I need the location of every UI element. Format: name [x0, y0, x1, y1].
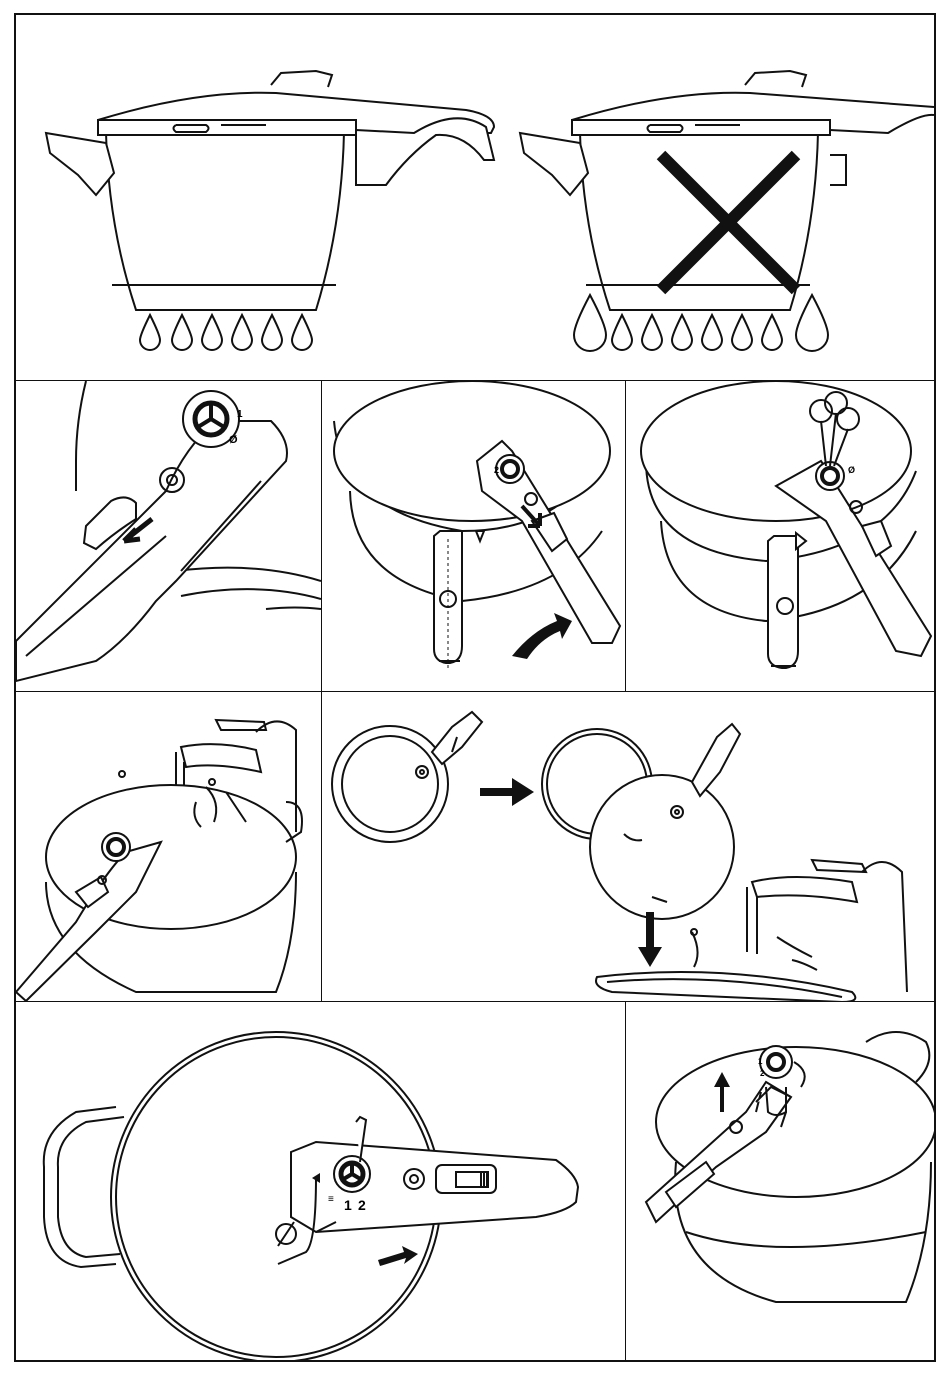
dial-number-two: 2	[358, 1197, 366, 1213]
steam-symbol: Ø	[229, 434, 238, 446]
dial-number-one: 1	[344, 1197, 352, 1213]
flames-small	[140, 315, 312, 350]
close-lid-illustration: 2	[322, 381, 625, 691]
heat-source-illustration	[16, 15, 934, 380]
steam-release-illustration: Ø	[626, 381, 934, 691]
curved-arrow-icon	[512, 613, 572, 659]
dial-number-two: 2	[760, 1069, 765, 1078]
panel-gasket	[322, 692, 934, 1001]
valve-dial-illustration: 1 2 ≡	[16, 1002, 625, 1360]
gasket-illustration	[322, 692, 934, 1001]
dial-number-one: 1	[758, 1057, 763, 1066]
panel-lift-valve: 1 2	[626, 1002, 934, 1360]
panel-close-lid: 2	[322, 381, 625, 691]
open-slide-illustration: 1 Ø	[16, 381, 321, 691]
cooker-correct	[46, 71, 494, 310]
panel-open-slide: 1 Ø	[16, 381, 321, 691]
arrow-icon	[638, 912, 662, 967]
arrow-icon	[480, 778, 534, 806]
dial-number-two: 2	[494, 465, 499, 475]
rinse-lid-illustration	[16, 692, 321, 1001]
panel-steam-release: Ø	[626, 381, 934, 691]
pressure-symbol: ≡	[328, 1194, 334, 1205]
panel-valve-dial: 1 2 ≡	[16, 1002, 625, 1360]
steam-symbol: Ø	[848, 465, 855, 475]
faucet-icon	[747, 860, 907, 992]
cooker-wrong	[520, 71, 934, 310]
instruction-sheet: 1 Ø 2	[14, 13, 936, 1362]
panel-heat-source	[16, 15, 934, 380]
lift-valve-illustration: 1 2	[626, 1002, 934, 1360]
dial-number-one: 1	[237, 409, 243, 420]
panel-rinse-lid	[16, 692, 321, 1001]
